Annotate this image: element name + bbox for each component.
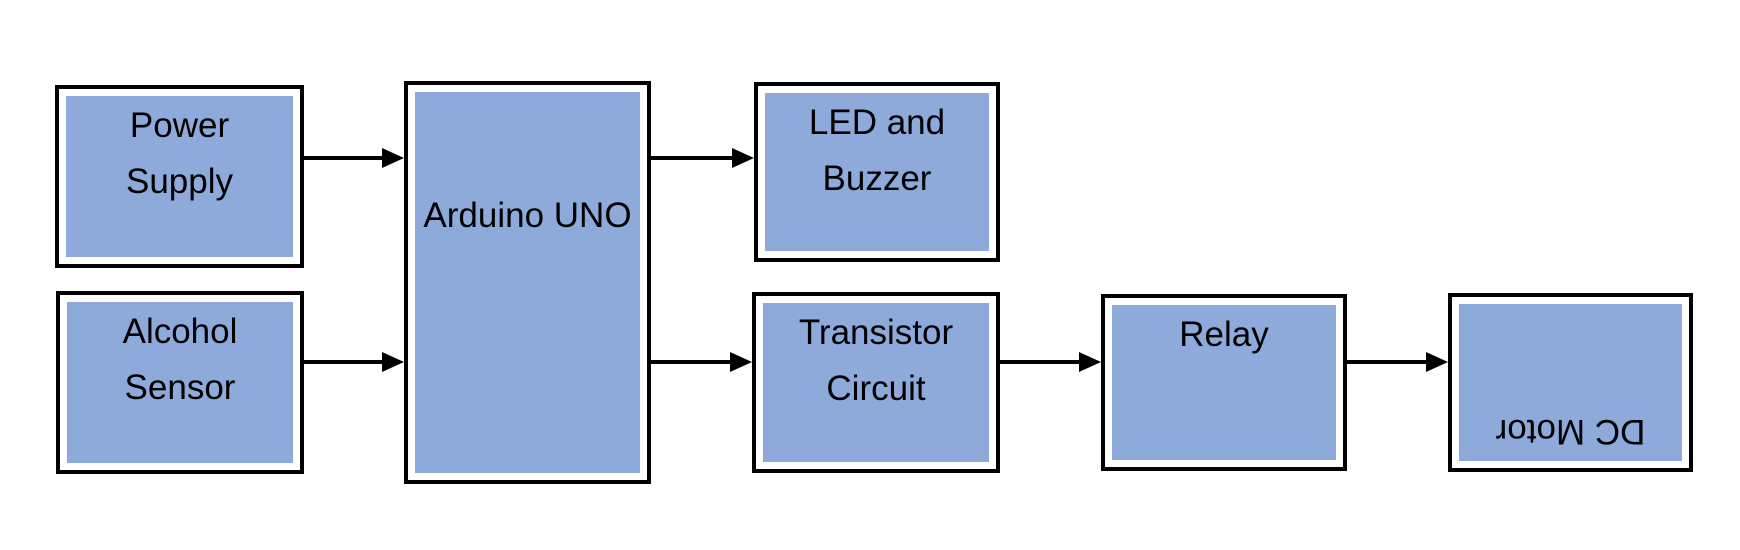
label-line: Relay — [1179, 315, 1269, 354]
arrow-transistor-circuit-to-relay — [1000, 352, 1101, 372]
arrowhead-icon — [730, 352, 752, 372]
node-relay: Relay — [1101, 294, 1347, 471]
node-fill: Arduino UNO — [415, 92, 640, 473]
node-dc-motor: DC Motor — [1448, 293, 1693, 472]
arrowhead-icon — [382, 352, 404, 372]
node-led-and-buzzer: LED and Buzzer — [754, 82, 1000, 262]
label-line: Transistor — [798, 313, 954, 352]
label-line: Sensor — [124, 368, 236, 407]
node-label-transistor-circuit: Transistor Circuit — [763, 305, 989, 417]
arrowhead-icon — [1426, 352, 1448, 372]
arrow-shaft — [304, 360, 386, 364]
label-line: Arduino UNO — [423, 196, 632, 235]
arrowhead-icon — [732, 148, 754, 168]
arrow-shaft — [651, 360, 734, 364]
label-line: Buzzer — [822, 159, 932, 198]
arrow-arduino-uno-to-transistor-circuit — [651, 352, 752, 372]
node-fill: Transistor Circuit — [763, 303, 989, 462]
node-fill: DC Motor — [1459, 304, 1682, 461]
label-line: Circuit — [826, 369, 926, 408]
arrow-alcohol-sensor-to-arduino-uno — [304, 352, 404, 372]
node-alcohol-sensor: Alcohol Sensor — [56, 291, 304, 474]
node-label-led-and-buzzer: LED and Buzzer — [765, 95, 989, 207]
label-line: Supply — [125, 162, 234, 201]
node-label-alcohol-sensor: Alcohol Sensor — [67, 304, 293, 416]
node-fill: Power Supply — [66, 96, 293, 257]
arrow-shaft — [1347, 360, 1430, 364]
arrow-relay-to-dc-motor — [1347, 352, 1448, 372]
node-label-power-supply: Power Supply — [66, 98, 293, 210]
node-fill: LED and Buzzer — [765, 93, 989, 251]
node-label-arduino-uno: Arduino UNO — [415, 188, 640, 244]
label-line: LED and — [808, 103, 946, 142]
arrowhead-icon — [1079, 352, 1101, 372]
label-line: Power — [129, 106, 230, 145]
node-label-relay: Relay — [1112, 307, 1336, 363]
node-fill: Relay — [1112, 305, 1336, 460]
node-transistor-circuit: Transistor Circuit — [752, 292, 1000, 473]
node-fill: Alcohol Sensor — [67, 302, 293, 463]
arrow-shaft — [1000, 360, 1083, 364]
arrow-shaft — [304, 156, 386, 160]
node-label-dc-motor: DC Motor — [1459, 403, 1682, 459]
arrow-power-supply-to-arduino-uno — [304, 148, 404, 168]
arrowhead-icon — [382, 148, 404, 168]
label-line: DC Motor — [1495, 412, 1646, 451]
label-line: Alcohol — [122, 312, 238, 351]
arrow-shaft — [651, 156, 736, 160]
node-power-supply: Power Supply — [55, 85, 304, 268]
node-arduino-uno: Arduino UNO — [404, 81, 651, 484]
arrow-arduino-uno-to-led-and-buzzer — [651, 148, 754, 168]
